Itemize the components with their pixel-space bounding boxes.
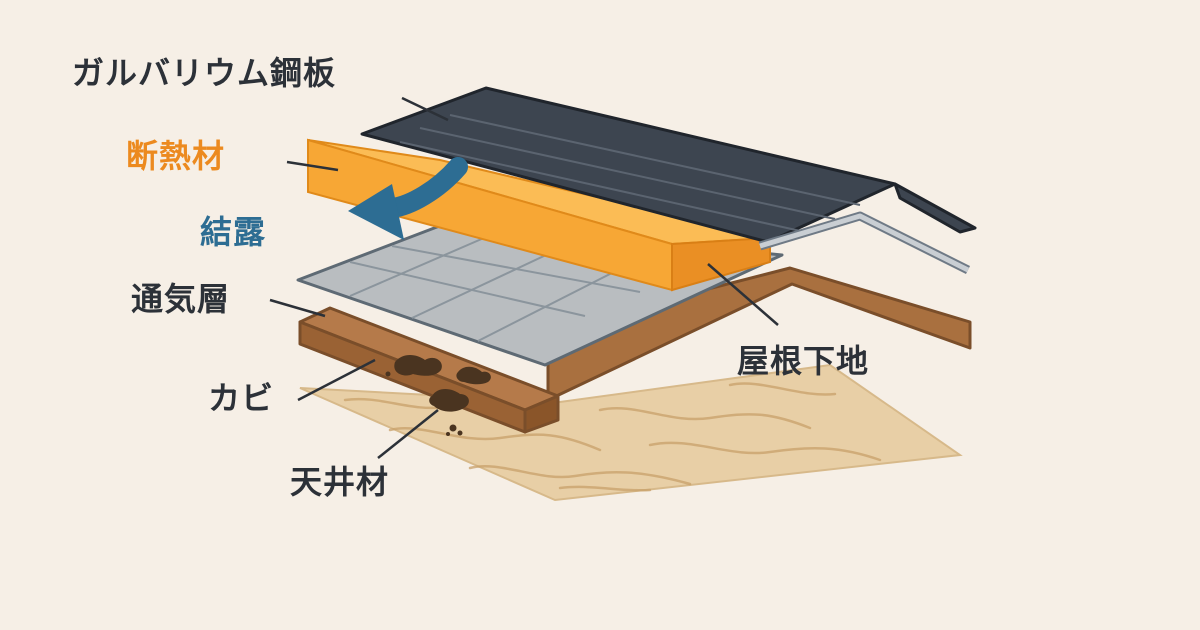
label-insulation: 断熱材 — [126, 137, 226, 175]
label-condensation: 結露 — [200, 213, 267, 251]
label-ventilation-layer: 通気層 — [131, 280, 231, 318]
galvalume-steel-layer — [360, 86, 977, 244]
insulation-layer — [307, 138, 771, 292]
label-mold: カビ — [208, 379, 275, 417]
label-ceiling-material: 天井材 — [290, 463, 390, 501]
ridge-flashing — [758, 211, 971, 275]
label-galvalume-steel: ガルバリウム鋼板 — [72, 54, 337, 92]
label-roof-base: 屋根下地 — [737, 342, 870, 380]
roof-base-layer — [298, 266, 972, 434]
ceiling-material-layer — [299, 363, 963, 502]
condensation-arrow — [348, 157, 468, 240]
leader-lines — [269, 96, 779, 459]
mold-spots — [385, 355, 491, 436]
